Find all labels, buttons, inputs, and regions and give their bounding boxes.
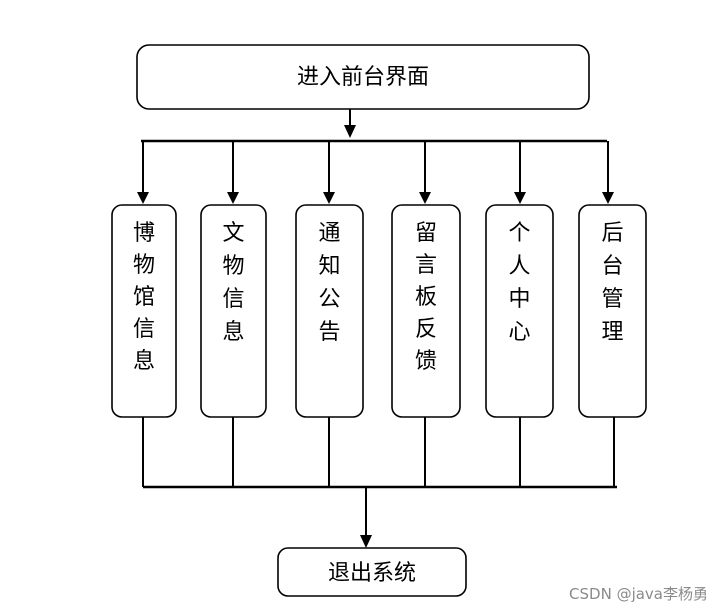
drop-lines bbox=[142, 417, 615, 487]
module-box-admin: 后台管理 bbox=[578, 204, 647, 418]
module-label-admin: 后台管理 bbox=[601, 221, 623, 345]
bottom-box-label: 退出系统 bbox=[328, 561, 416, 586]
branch-arrowhead-user-center bbox=[514, 192, 526, 204]
branch-arrowhead-message-board bbox=[419, 192, 431, 204]
module-label-relic-info: 文物信息 bbox=[222, 221, 244, 345]
branch-arrows bbox=[137, 141, 614, 204]
module-box-notice: 通知公告 bbox=[295, 204, 364, 418]
bottom-box: 退出系统 bbox=[277, 547, 467, 597]
module-boxes: 博物馆信息 文物信息 通知公告 留言板反馈 个人中心 后台管理 bbox=[111, 204, 647, 418]
bottom-connector-arrowhead bbox=[360, 535, 372, 548]
watermark: CSDN @java李杨勇 bbox=[569, 585, 708, 603]
top-box: 进入前台界面 bbox=[136, 44, 590, 110]
top-box-label: 进入前台界面 bbox=[297, 65, 429, 90]
module-box-frame bbox=[578, 204, 647, 418]
module-label-museum-info: 博物馆信息 bbox=[133, 221, 155, 374]
module-box-message-board: 留言板反馈 bbox=[391, 204, 461, 418]
module-box-user-center: 个人中心 bbox=[485, 204, 554, 418]
module-label-notice: 通知公告 bbox=[318, 221, 340, 345]
module-label-user-center: 个人中心 bbox=[508, 221, 530, 345]
branch-arrowhead-notice bbox=[323, 192, 335, 204]
branch-arrowhead-relic-info bbox=[227, 192, 239, 204]
module-box-relic-info: 文物信息 bbox=[200, 204, 267, 418]
top-connector-arrowhead bbox=[344, 125, 356, 138]
branch-arrowhead-admin bbox=[602, 192, 614, 204]
branch-arrowhead-museum-info bbox=[137, 192, 149, 204]
module-label-message-board: 留言板反馈 bbox=[415, 221, 437, 374]
module-box-museum-info: 博物馆信息 bbox=[111, 204, 177, 418]
